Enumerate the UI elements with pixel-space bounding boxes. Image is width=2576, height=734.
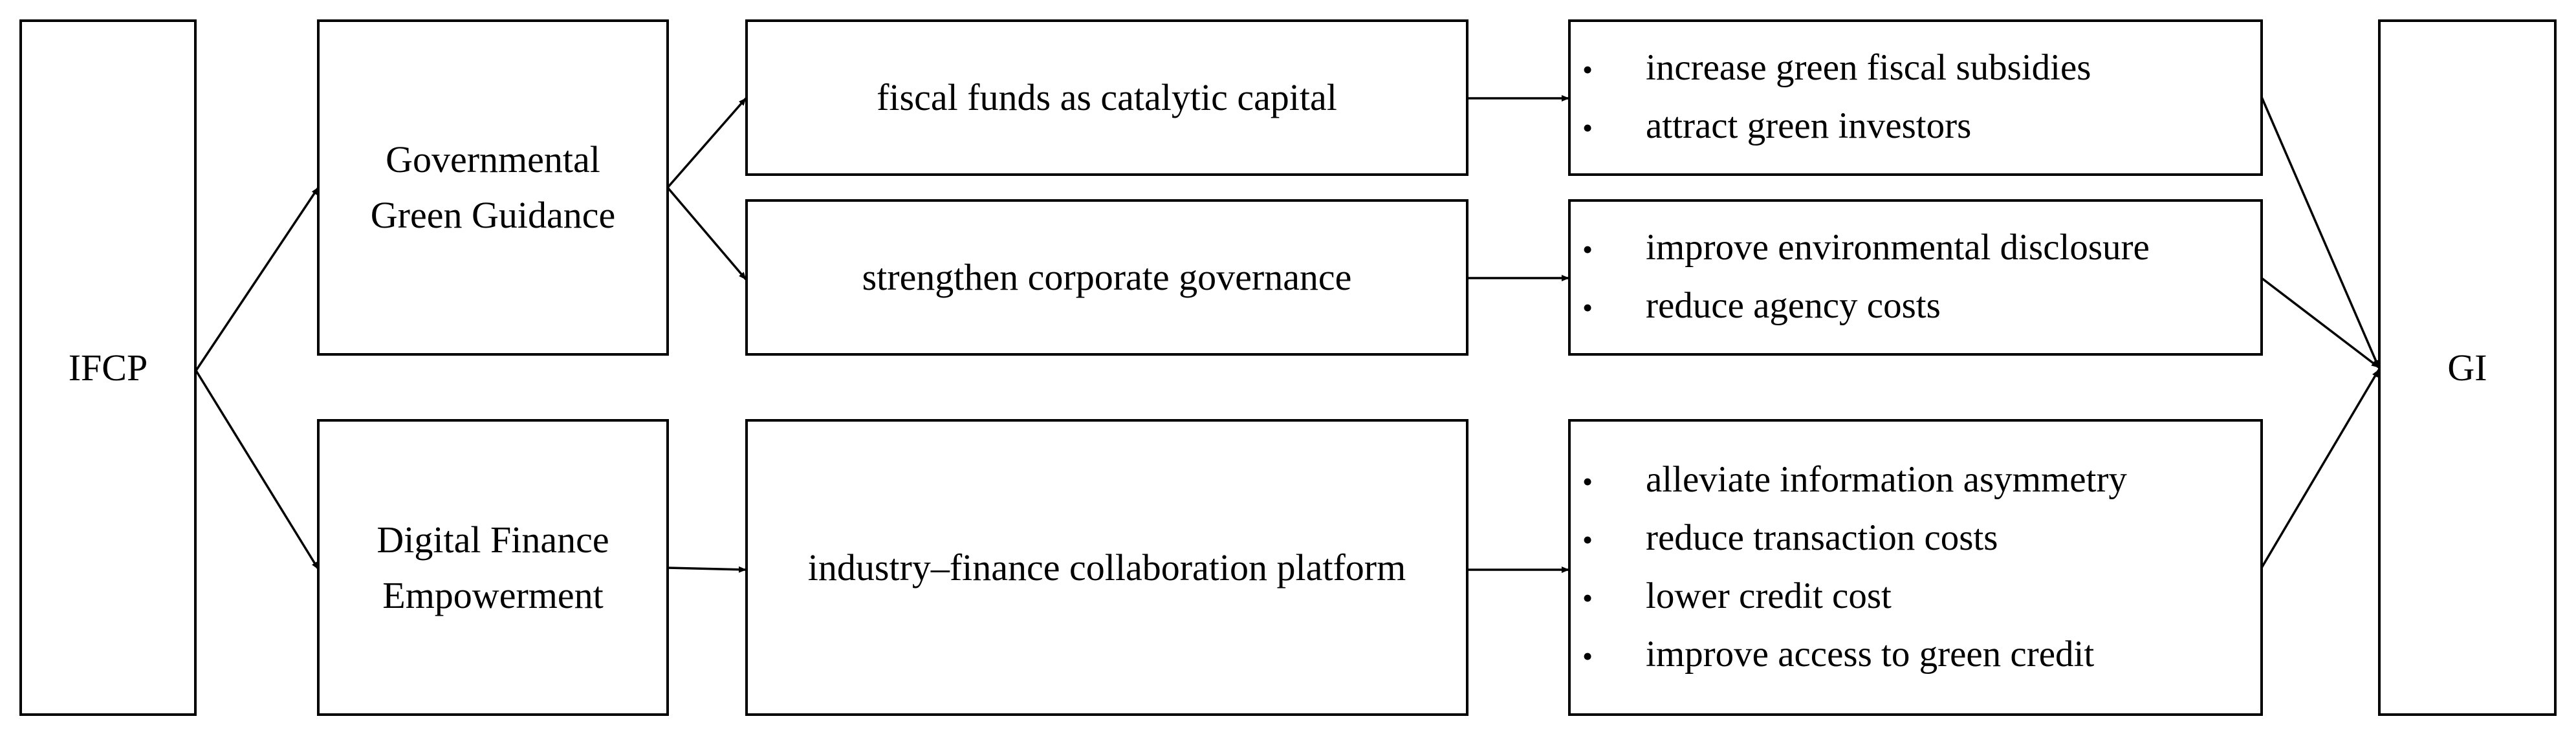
arrow-effects3-to-gi <box>2260 369 2380 568</box>
node-collaboration-platform-label: industry–finance collaboration platform <box>807 546 1406 588</box>
bullet-icon: • <box>1582 523 1593 556</box>
node-digital-label: Digital Finance Empowerment <box>377 518 609 616</box>
effect-text: reduce agency costs <box>1646 285 1941 326</box>
effect-text: improve environmental disclosure <box>1646 227 2150 268</box>
node-gi: GI <box>2378 19 2557 716</box>
node-effects-governance: • improve environmental disclosure • red… <box>1568 199 2263 356</box>
bullet-icon: • <box>1582 111 1593 144</box>
effect-item: • alleviate information asymmetry <box>1582 451 2260 510</box>
node-digital-finance-empowerment: Digital Finance Empowerment <box>317 419 669 716</box>
effect-text: attract green investors <box>1646 105 1972 146</box>
bullet-icon: • <box>1582 581 1593 614</box>
arrow-effects1-to-gi <box>2260 96 2380 368</box>
effect-item: • lower credit cost <box>1582 568 2260 626</box>
arrow-governmental-to-governance <box>666 186 747 281</box>
node-gi-label: GI <box>2447 346 2487 389</box>
node-effects-fiscal: • increase green fiscal subsidies • attr… <box>1568 19 2263 176</box>
effect-text: lower credit cost <box>1646 575 1892 616</box>
effect-item: • increase green fiscal subsidies <box>1582 39 2260 98</box>
arrow-governmental-to-fiscal <box>666 97 747 189</box>
effect-text: reduce transaction costs <box>1646 517 1998 558</box>
node-collaboration-platform: industry–finance collaboration platform <box>745 419 1468 716</box>
bullet-icon: • <box>1582 291 1593 324</box>
effect-text: increase green fiscal subsidies <box>1646 47 2091 88</box>
arrow-ifcp-to-governmental <box>195 187 320 371</box>
node-corporate-governance: strengthen corporate governance <box>745 199 1468 356</box>
node-effects-platform: • alleviate information asymmetry • redu… <box>1568 419 2263 716</box>
effect-text: improve access to green credit <box>1646 633 2095 675</box>
bullet-icon: • <box>1582 53 1593 86</box>
node-fiscal-funds-label: fiscal funds as catalytic capital <box>877 76 1337 118</box>
effect-item: • reduce transaction costs <box>1582 510 2260 568</box>
arrow-digital-to-platform <box>667 566 747 573</box>
bullet-icon: • <box>1582 464 1593 498</box>
effect-item: • attract green investors <box>1582 98 2260 156</box>
effect-item: • improve environmental disclosure <box>1582 219 2260 277</box>
node-corporate-governance-label: strengthen corporate governance <box>862 256 1352 298</box>
node-governmental-green-guidance: Governmental Green Guidance <box>317 19 669 356</box>
node-ifcp-label: IFCP <box>68 346 148 389</box>
node-fiscal-funds: fiscal funds as catalytic capital <box>745 19 1468 176</box>
effect-text: alleviate information asymmetry <box>1646 459 2127 500</box>
arrow-effects2-to-gi <box>2260 277 2380 369</box>
effect-item: • reduce agency costs <box>1582 277 2260 336</box>
bullet-icon: • <box>1582 233 1593 266</box>
node-ifcp: IFCP <box>19 19 197 716</box>
node-governmental-label: Governmental Green Guidance <box>370 138 616 236</box>
bullet-icon: • <box>1582 639 1593 673</box>
effect-item: • improve access to green credit <box>1582 626 2260 684</box>
arrow-ifcp-to-digital <box>195 370 320 570</box>
